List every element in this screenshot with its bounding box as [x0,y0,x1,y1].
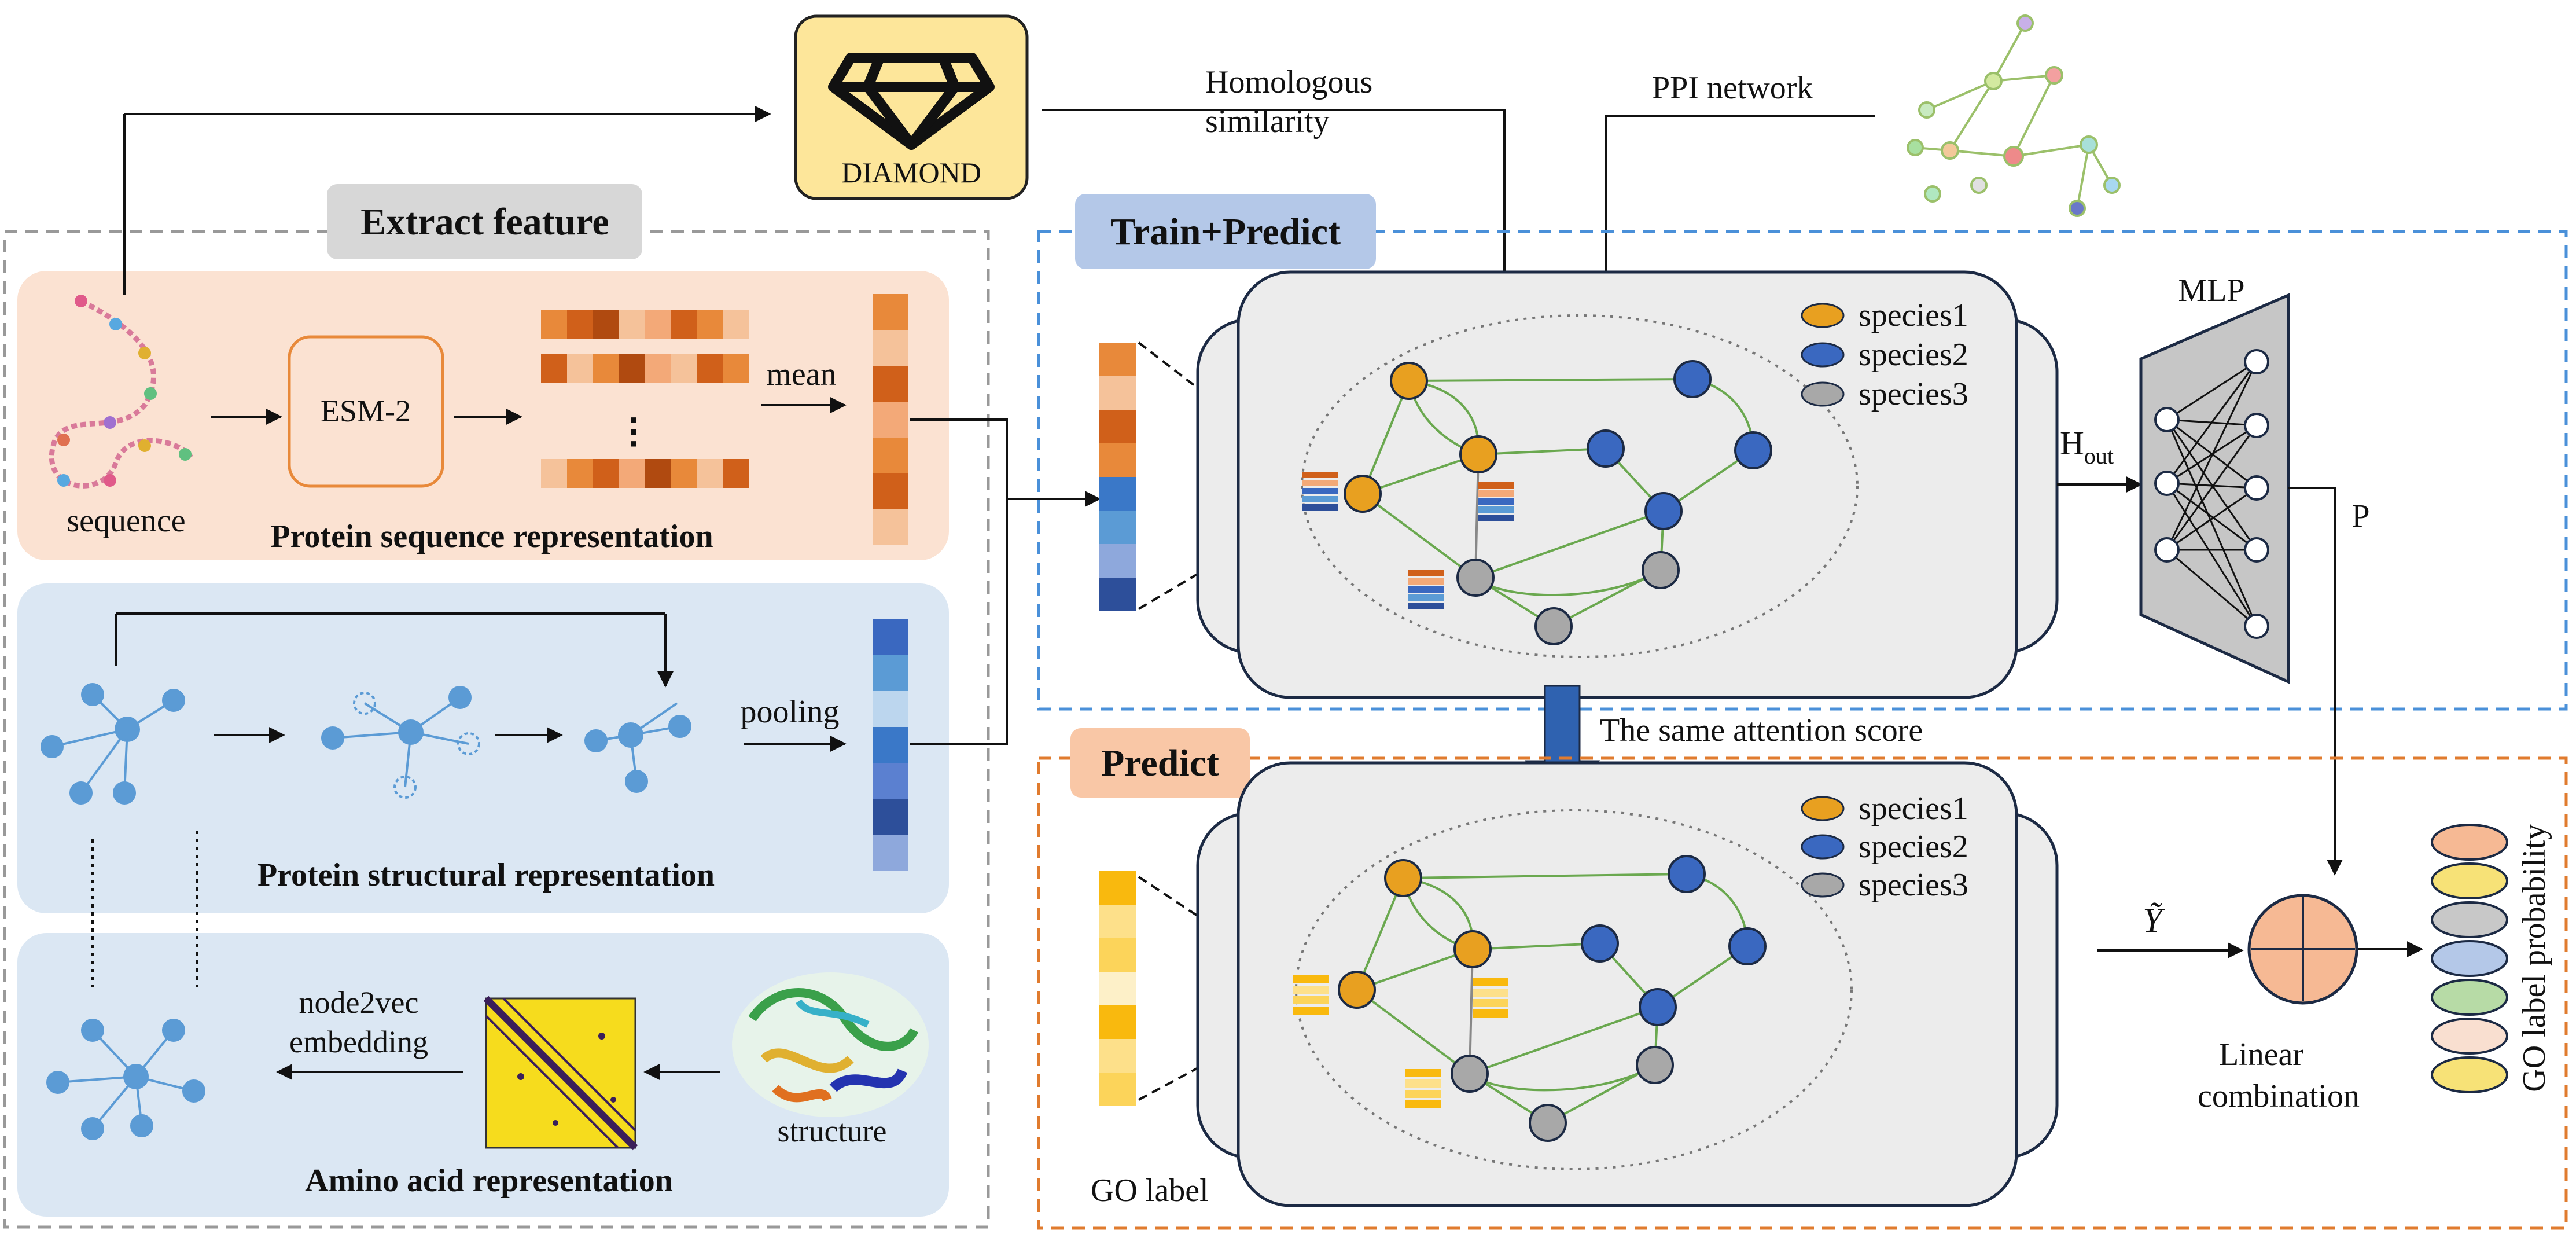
diamond-label: DIAMOND [841,156,981,189]
homologous-label-line1: Homologous [1205,64,1372,100]
go-label-text: GO label [1091,1173,1209,1209]
train-predict-title: Train+Predict [1110,211,1341,253]
linear-combination-line1: Linear [2219,1037,2303,1073]
amino-acid-panel [17,933,949,1217]
species-legend-bottom: species1 species2 species3 [1801,791,1968,903]
mlp-label: MLP [2178,273,2244,308]
fused-feature-vector [1099,343,1136,611]
ppi-network-thumbnail [1907,14,2121,217]
legend-bottom-species3: species3 [1859,867,1968,903]
protein-structure-icon [732,972,929,1117]
mean-label: mean [766,357,836,392]
h-out-label: Hout [2060,424,2114,469]
esm2-label: ESM-2 [321,394,411,428]
y-tilde-label: Ỹ [2143,901,2165,939]
residue-embedding-row-2 [541,354,749,383]
go-label-vector [1099,871,1136,1106]
mlp-neurons [2154,349,2269,639]
node-feature-stack-3 [1408,570,1444,609]
same-attention-label: The same attention score [1600,713,1923,748]
esm2-box [288,335,444,488]
train-predict-frame [1037,230,2568,711]
legend-bottom-species2: species2 [1859,829,1968,865]
mlp-connections [2166,361,2258,627]
structural-representation-label: Protein structural representation [257,857,715,893]
go-stack-1 [1293,975,1329,1015]
residue-embedding-row-1 [541,310,749,339]
linear-combination-node [2247,894,2358,1005]
sequence-vector [873,294,908,545]
predict-frame [1037,756,2568,1230]
go-probability-label: GO label probability [2516,824,2552,1092]
graph-2-masked [321,686,480,799]
structure-vector [873,619,908,871]
residue-embedding-row-3 [541,459,749,488]
homologous-connector [1042,109,1513,300]
ppi-connector [1598,115,1875,300]
legend-bottom-species1: species1 [1859,791,1968,827]
train-predict-header-box [1075,194,1376,269]
node2vec-label-line2: embedding [289,1024,428,1059]
predict-title: Predict [1101,742,1219,784]
graph-3-pooled [584,702,691,793]
p-label: P [2351,498,2369,534]
legend-species2: species2 [1859,337,1968,373]
connector-p-to-combination [2288,487,2343,876]
go-stack-3 [1405,1069,1441,1108]
sequence-representation-label: Protein sequence representation [270,519,713,554]
go-stack-2 [1473,978,1508,1018]
diamond-gem-icon [828,53,995,150]
node2vec-label-line1: node2vec [299,985,419,1020]
predict-header-box [1070,728,1250,798]
amino-acid-representation-label: Amino acid representation [305,1163,673,1199]
connector-seq-vector [910,418,1008,499]
graph-1-full [41,683,185,805]
go-probability-stack [2431,824,2508,1093]
protein-sequence-chain-icon [49,295,193,489]
legend-species1: species1 [1859,298,1968,333]
species-legend-top: species1 species2 species3 [1801,298,1968,412]
linear-combination-line2: combination [2198,1078,2360,1114]
pooling-label: pooling [740,694,839,730]
connector-struct-vector [910,499,1008,745]
amino-graph [46,1019,205,1140]
extract-feature-header-box [327,184,642,259]
node-feature-stack-2 [1478,482,1514,521]
legend-species3: species3 [1859,376,1968,412]
graph-boundary-bottom [1295,809,1853,1170]
extract-feature-title: Extract feature [360,201,609,243]
graph-nodes-bottom [1338,855,1767,1142]
node-feature-stack-1 [1302,472,1338,511]
graph-nodes-top [1344,360,1772,645]
ppi-network-label: PPI network [1652,70,1813,106]
structural-panel [17,583,949,913]
embedding-ellipsis: ⋮ [616,412,651,450]
sequence-label: sequence [67,503,185,539]
structure-label: structure [778,1114,887,1148]
contact-map-heatmap [483,996,638,1151]
